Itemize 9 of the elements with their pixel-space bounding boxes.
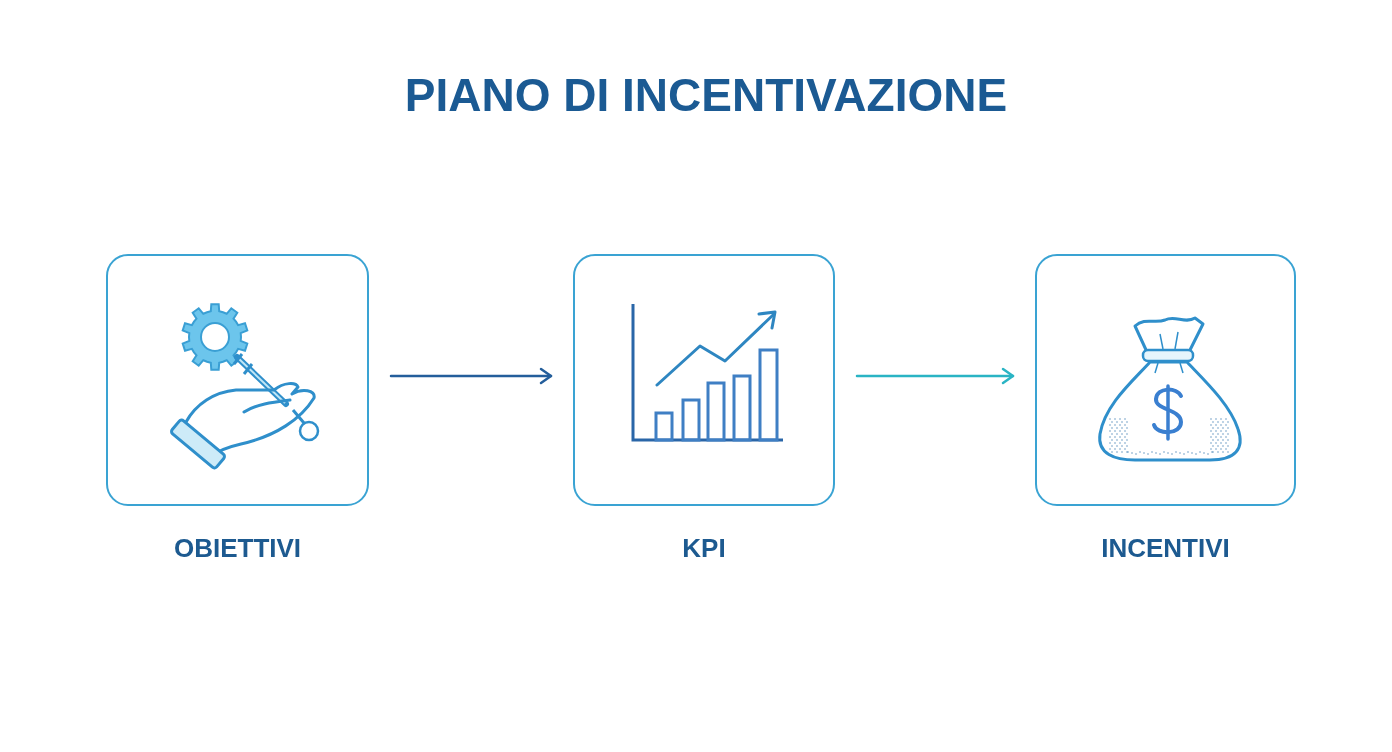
arrow (389, 367, 553, 385)
step-box (573, 254, 835, 506)
arrow (855, 367, 1015, 385)
diagram-title: PIANO DI INCENTIVAZIONE (404, 68, 1008, 122)
step-box (106, 254, 369, 506)
step-label: OBIETTIVI (173, 533, 302, 563)
step-box (1035, 254, 1296, 506)
step-label: INCENTIVI (1101, 533, 1230, 563)
step-label: KPI (682, 533, 726, 563)
